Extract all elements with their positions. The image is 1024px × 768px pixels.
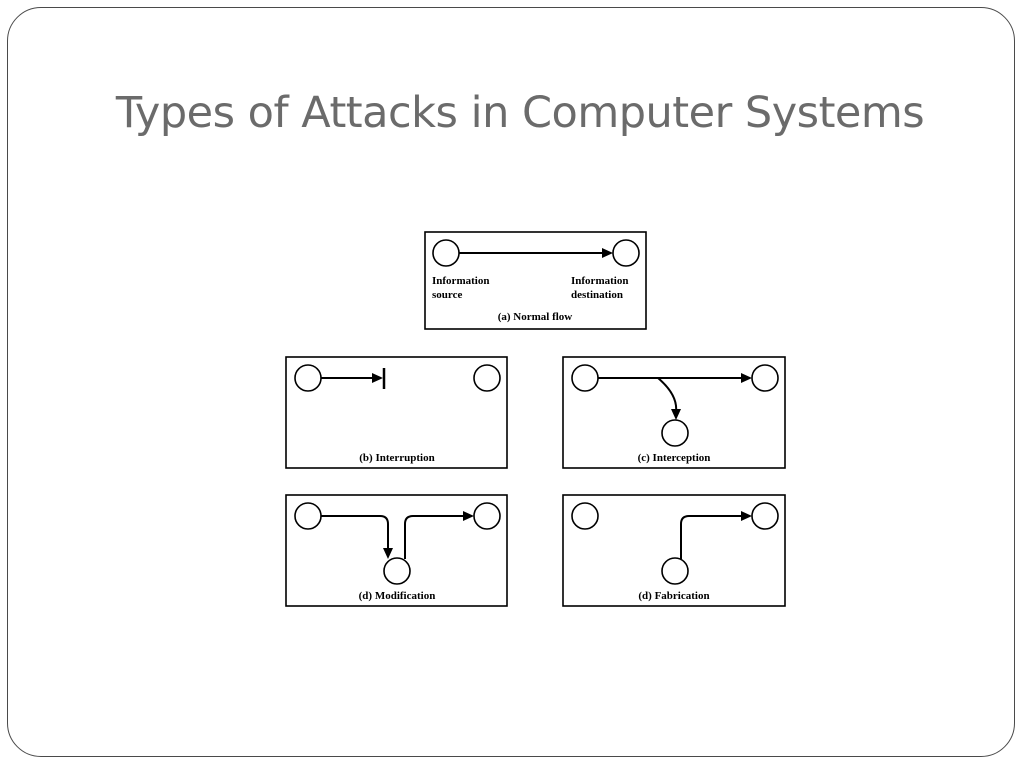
slide-title: Types of Attacks in Computer Systems bbox=[115, 88, 925, 138]
caption-modification: (d) Modification bbox=[359, 590, 436, 602]
source-node bbox=[294, 502, 322, 530]
panel-modification-frame bbox=[285, 494, 508, 607]
source-node bbox=[571, 364, 599, 392]
source-label-line1: Information bbox=[432, 275, 489, 287]
fabricator-node bbox=[661, 557, 689, 585]
destination-node bbox=[473, 502, 501, 530]
modification-inbound-arrowhead bbox=[383, 548, 393, 559]
panel-normal-flow: Information source Information destinati… bbox=[424, 231, 647, 330]
panel-fabrication-frame bbox=[562, 494, 786, 607]
caption-interruption: (b) Interruption bbox=[359, 452, 434, 464]
panel-interruption-frame bbox=[285, 356, 508, 469]
destination-node bbox=[751, 364, 779, 392]
source-node bbox=[432, 239, 460, 267]
source-label-line2: source bbox=[432, 289, 462, 301]
source-node bbox=[294, 364, 322, 392]
source-node bbox=[571, 502, 599, 530]
slide-frame bbox=[7, 7, 1015, 757]
panel-modification: (d) Modification bbox=[285, 494, 508, 607]
panel-normal-flow-frame bbox=[424, 231, 647, 330]
modification-outbound-line bbox=[404, 515, 465, 559]
panel-fabrication: (d) Fabrication bbox=[562, 494, 786, 607]
destination-node bbox=[612, 239, 640, 267]
caption-interception: (c) Interception bbox=[638, 452, 711, 464]
destination-node bbox=[751, 502, 779, 530]
fabrication-flow-arrowhead bbox=[741, 511, 752, 521]
destination-label-line1: Information bbox=[571, 275, 628, 287]
modification-outbound-arrowhead bbox=[463, 511, 474, 521]
caption-normal-flow: (a) Normal flow bbox=[498, 311, 573, 323]
caption-fabrication: (d) Fabrication bbox=[638, 590, 709, 602]
panel-interruption: (b) Interruption bbox=[285, 356, 508, 469]
panel-interception: (c) Interception bbox=[562, 356, 786, 469]
modification-inbound-line bbox=[321, 515, 389, 550]
normal-flow-arrowhead bbox=[602, 248, 613, 258]
fabrication-flow-line bbox=[680, 515, 742, 559]
modifier-node bbox=[383, 557, 411, 585]
interrupted-flow-arrowhead bbox=[372, 373, 383, 383]
destination-label-line2: destination bbox=[571, 289, 623, 301]
destination-node bbox=[473, 364, 501, 392]
interception-flow-arrowhead bbox=[741, 373, 752, 383]
interception-tap-arrowhead bbox=[671, 409, 681, 420]
interceptor-node bbox=[661, 419, 689, 447]
